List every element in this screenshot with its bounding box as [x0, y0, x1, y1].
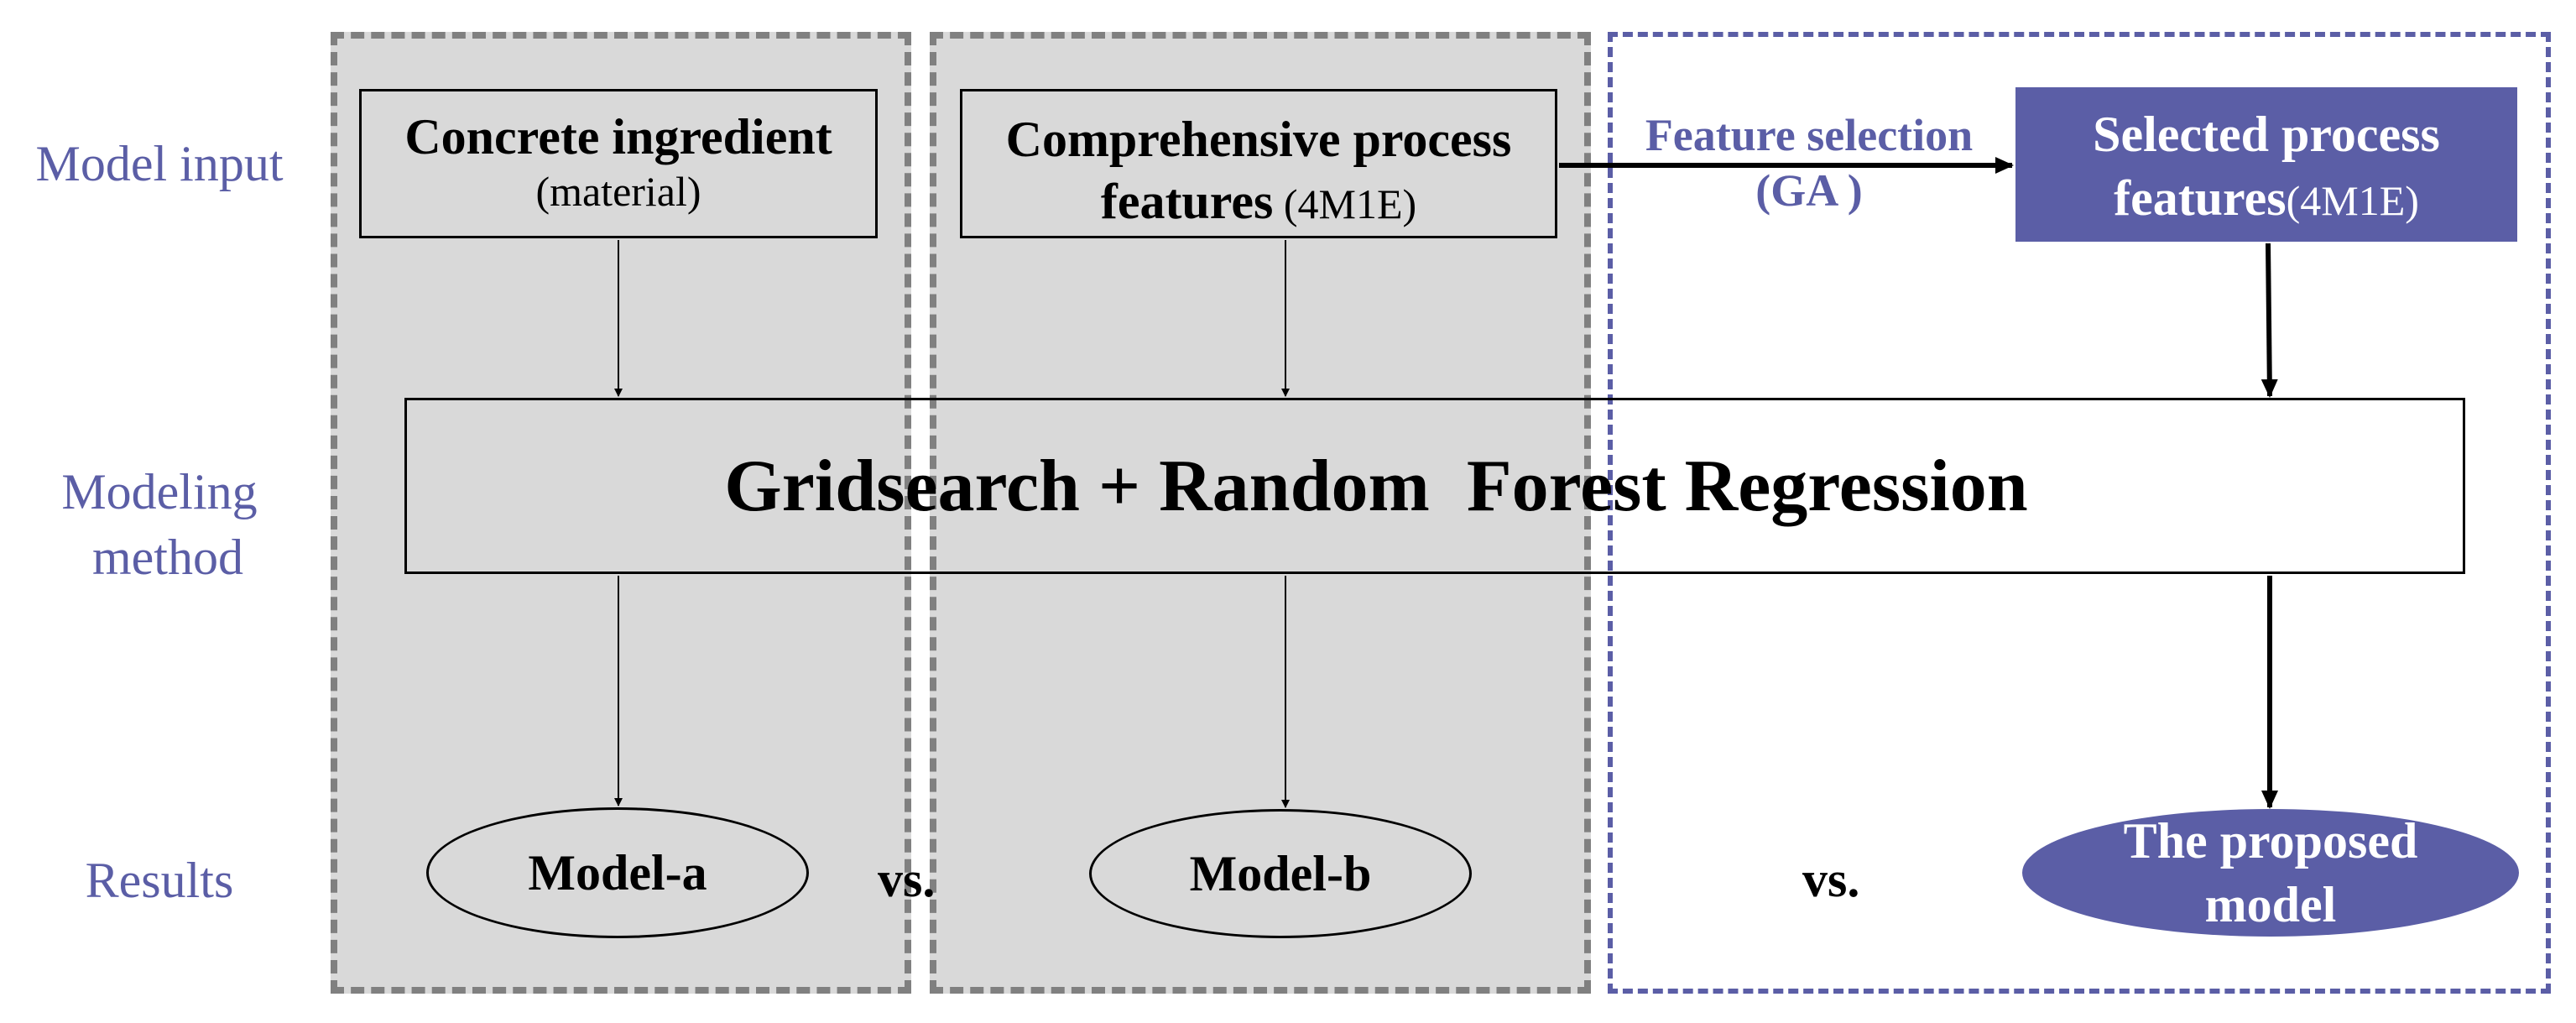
proposed-model-line1: The proposed — [2123, 813, 2418, 869]
comprehensive-features-box: Comprehensive process features (4M1E) — [960, 89, 1557, 238]
selected-features-line2: features — [2114, 170, 2287, 226]
model-b-ellipse: Model-b — [1089, 809, 1472, 938]
selected-features-sub: (4M1E) — [2286, 177, 2419, 224]
concrete-ingredient-box: Concrete ingredient (material) — [359, 89, 878, 238]
vs-label-1: vs. — [878, 852, 936, 907]
selected-features-line2-wrap: features(4M1E) — [2015, 166, 2517, 243]
concrete-ingredient-title: Concrete ingredient — [404, 109, 832, 164]
vs-label-2: vs. — [1802, 852, 1860, 907]
feature-selection-line1: Feature selection — [1645, 110, 1974, 160]
model-a-label: Model-a — [528, 844, 707, 900]
gridsearch-rf-box: Gridsearch + Random Forest Regression — [404, 398, 2465, 574]
model-b-label: Model-b — [1189, 845, 1372, 901]
row-label-model-input: Model input — [35, 136, 284, 191]
row-label-modeling-line2: method — [92, 530, 243, 585]
comprehensive-features-sub: (4M1E) — [1273, 180, 1417, 227]
row-label-modeling-line1: Modeling — [61, 464, 258, 519]
proposed-model-ellipse: The proposed model — [2022, 809, 2519, 937]
row-label-results: Results — [85, 853, 234, 908]
model-a-ellipse: Model-a — [426, 807, 809, 938]
feature-selection-line2: (GA ) — [1755, 165, 1863, 216]
zone-proposed-model — [1608, 32, 2551, 994]
gridsearch-rf-title: Gridsearch + Random Forest Regression — [724, 445, 2028, 527]
comprehensive-features-line1: Comprehensive process — [1005, 112, 1512, 167]
arrow-selected-to-rf — [2261, 243, 2278, 398]
selected-features-box: Selected process features(4M1E) — [2015, 87, 2517, 242]
comprehensive-features-line2: features — [1100, 174, 1274, 229]
concrete-ingredient-sub: (material) — [535, 168, 701, 215]
comprehensive-features-line2-wrap: features (4M1E) — [962, 170, 1555, 246]
proposed-model-line2: model — [2204, 877, 2337, 932]
selected-features-line1: Selected process — [2093, 107, 2440, 162]
row-label-modeling-method: Modeling method — [8, 459, 310, 590]
feature-selection-label: Feature selection (GA ) — [1616, 107, 2002, 218]
